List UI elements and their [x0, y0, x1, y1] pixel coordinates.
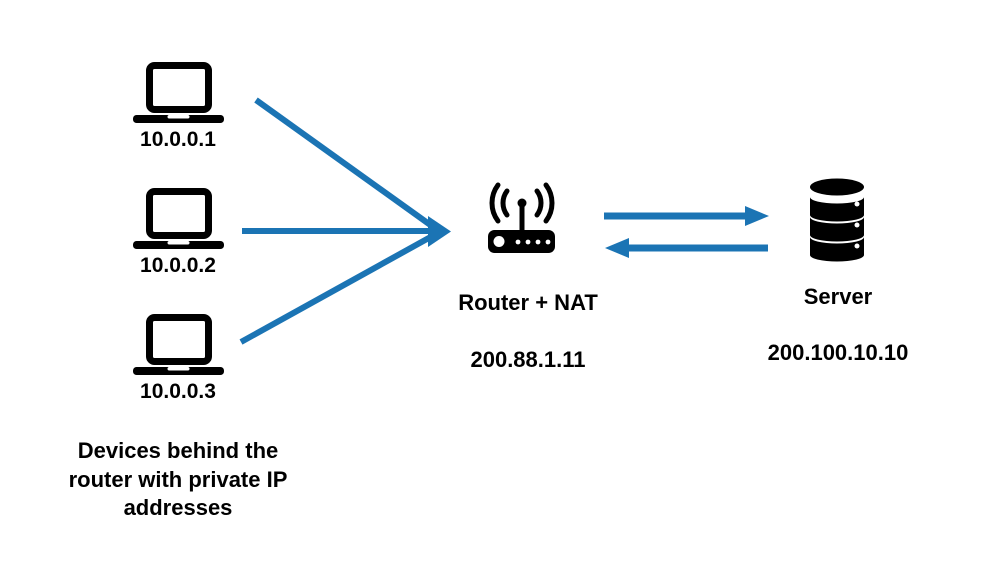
server-label: Server	[803, 284, 873, 309]
server-to-router-arrow	[605, 238, 768, 258]
laptop-icon	[132, 188, 224, 249]
device-ip-3: 10.0.0.3	[140, 380, 216, 403]
router-to-server-arrow	[604, 206, 769, 226]
laptop-icon	[132, 62, 224, 123]
right-arrowhead	[745, 206, 769, 226]
left-arrowhead	[605, 238, 629, 258]
wireless-router-icon	[488, 182, 555, 253]
devices-caption: Devices behind the router with private I…	[68, 438, 288, 520]
device-ip-1: 10.0.0.1	[140, 128, 216, 151]
database-icon	[810, 178, 864, 262]
device-node-1: 10.0.0.1	[103, 62, 253, 152]
router-ip: 200.88.1.11	[470, 347, 586, 372]
laptop-icon	[132, 314, 224, 375]
device-node-2: 10.0.0.2	[103, 188, 253, 278]
device-ip-2: 10.0.0.2	[140, 254, 216, 277]
device-node-3: 10.0.0.3	[103, 314, 253, 404]
devices-to-router-arrow	[239, 97, 451, 345]
server-ip: 200.100.10.10	[767, 340, 909, 365]
router-label: Router + NAT	[458, 290, 598, 315]
converge-arrowhead	[428, 216, 451, 247]
